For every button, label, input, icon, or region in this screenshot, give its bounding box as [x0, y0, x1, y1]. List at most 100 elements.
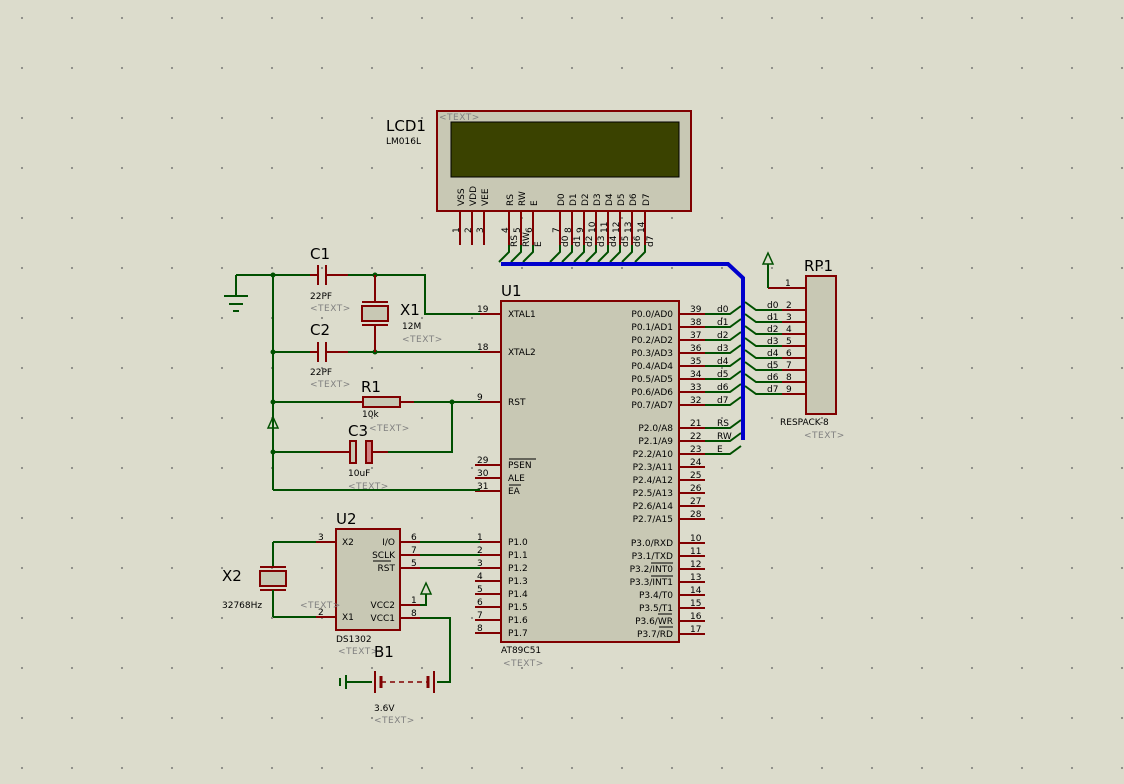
- mcu-pin-label: P3.1/TXD: [632, 552, 673, 562]
- mcu-pin-label: P2.7/A15: [633, 515, 673, 525]
- rtc-pin-label: SCLK: [372, 551, 396, 561]
- lcd-screen: [450, 121, 680, 178]
- mcu-pin-label: XTAL1: [508, 310, 536, 320]
- lcd-net-label: d5: [621, 236, 631, 247]
- mcu-pin-label: XTAL2: [508, 348, 536, 358]
- mcu-pin-num: 5: [477, 585, 483, 595]
- respack-net-label: d6: [767, 373, 779, 383]
- mcu-pin-num: 32: [690, 396, 701, 406]
- mcu-pin-label: P3.6/WR: [635, 617, 673, 627]
- mcu-pin-label: P1.5: [508, 603, 528, 613]
- r1-value: 10k: [362, 410, 379, 420]
- mcu-net-label: d3: [717, 344, 728, 354]
- mcu-pin-label: P0.5/AD5: [631, 375, 673, 385]
- mcu-pin-label: P1.3: [508, 577, 528, 587]
- mcu-pin-label: P0.1/AD1: [631, 323, 673, 333]
- mcu-pin-label: P1.4: [508, 590, 528, 600]
- lcd-net-label: d2: [585, 236, 595, 247]
- lcd-net-label: d7: [646, 236, 656, 247]
- rtc-pin-label: X1: [342, 613, 354, 623]
- mcu-pin-label: ALE: [508, 474, 525, 484]
- mcu-pin-num: 7: [477, 611, 483, 621]
- b1-value: 3.6V: [374, 704, 395, 714]
- lcd-net-label: RW: [522, 232, 532, 247]
- svg-text:<TEXT>: <TEXT>: [402, 335, 443, 345]
- respack-pin-num: 8: [786, 373, 792, 383]
- mcu-pin-label: P0.3/AD3: [631, 349, 673, 359]
- lcd-pin-label: D5: [617, 193, 627, 206]
- mcu-pin-label: P0.2/AD2: [631, 336, 673, 346]
- mcu-net-label: d6: [717, 383, 729, 393]
- lcd-pin-label: D6: [629, 193, 639, 206]
- lcd-pin-num: 1: [452, 227, 462, 233]
- c3-ref: C3: [348, 422, 368, 440]
- mcu-pin-num: 30: [477, 469, 489, 479]
- capacitor-c1[interactable]: C1 22PF <TEXT>: [310, 245, 351, 314]
- mcu-pin-num: 25: [690, 471, 701, 481]
- mcu-net-label: E: [717, 445, 723, 455]
- lcd-pin-label: D1: [569, 193, 579, 206]
- rtc-pin-label: X2: [342, 538, 354, 548]
- vcc-arrow-icon-c3: [266, 415, 280, 429]
- svg-text:<TEXT>: <TEXT>: [300, 601, 341, 611]
- mcu-pin-label: P3.0/RXD: [631, 539, 673, 549]
- respack-net-label: d3: [767, 337, 778, 347]
- lcd-pin-label: E: [530, 200, 540, 206]
- mcu-pin-num: 17: [690, 625, 701, 635]
- battery-b1[interactable]: B1 3.6V <TEXT>: [339, 643, 435, 726]
- lcd-pin-label: D3: [593, 193, 603, 206]
- mcu-pin-label: P3.7/RD: [637, 630, 673, 640]
- respack-text-placeholder: <TEXT>: [804, 431, 845, 441]
- resistor-r1[interactable]: R1 10k <TEXT>: [350, 378, 414, 434]
- mcu-pin-num: 27: [690, 497, 701, 507]
- lcd-pin-label: VEE: [481, 188, 491, 206]
- mcu-pin-label: P2.6/A14: [633, 502, 674, 512]
- data-bus[interactable]: [501, 262, 745, 440]
- mcu-net-label: d7: [717, 396, 728, 406]
- x1-value: 12M: [402, 322, 421, 332]
- mcu-pin-num: 18: [477, 343, 489, 353]
- capacitor-c3[interactable]: C3 10uF <TEXT>: [320, 422, 389, 492]
- mcu-model: AT89C51: [501, 646, 541, 656]
- mcu-pin-num: 14: [690, 586, 702, 596]
- respack-ref: RP1: [804, 257, 833, 275]
- mcu-pin-label: P0.6/AD6: [631, 388, 673, 398]
- lcd-pin-num: 3: [476, 227, 486, 233]
- mcu-net-label: RW: [717, 432, 732, 442]
- lcd-pin-num: 11: [600, 222, 610, 233]
- c1-ref: C1: [310, 245, 330, 263]
- mcu-pin-num: 10: [690, 534, 702, 544]
- lcd-pin-num: 12: [612, 222, 622, 233]
- lcd-pin-num: 7: [552, 227, 562, 233]
- lcd-module[interactable]: <TEXT> LCD1 LM016L VSS1VDD2VEE3RS4RSRW5R…: [386, 110, 692, 263]
- mcu-net-label: d5: [717, 370, 728, 380]
- crystal-x1[interactable]: X1 12M <TEXT>: [361, 275, 443, 352]
- rtc-model: DS1302: [336, 635, 372, 645]
- mcu-pin-num: 22: [690, 432, 701, 442]
- r1-ref: R1: [361, 378, 381, 396]
- mcu-pin-num: 8: [477, 624, 483, 634]
- mcu-pin-num: 4: [477, 572, 483, 582]
- lcd-net-label: E: [534, 241, 544, 247]
- mcu-pin-label: P0.7/AD7: [631, 401, 673, 411]
- respack-pin-num: 4: [786, 325, 792, 335]
- respack-net-label: d5: [767, 361, 778, 371]
- lcd-pin-label: RS: [506, 194, 516, 206]
- capacitor-c2[interactable]: C2 22PF <TEXT>: [310, 321, 351, 390]
- crystal-x2[interactable]: X2 32768Hz <TEXT>: [222, 542, 341, 617]
- b1-ref: B1: [374, 643, 394, 661]
- respack-pin-num: 5: [786, 337, 792, 347]
- mcu-pin-num: 6: [477, 598, 483, 608]
- mcu-pin-num: 9: [477, 393, 483, 403]
- mcu-net-label: d1: [717, 318, 728, 328]
- respack-net-label: d0: [767, 301, 779, 311]
- mcu-pin-num: 23: [690, 445, 701, 455]
- mcu-pin-num: 1: [477, 533, 483, 543]
